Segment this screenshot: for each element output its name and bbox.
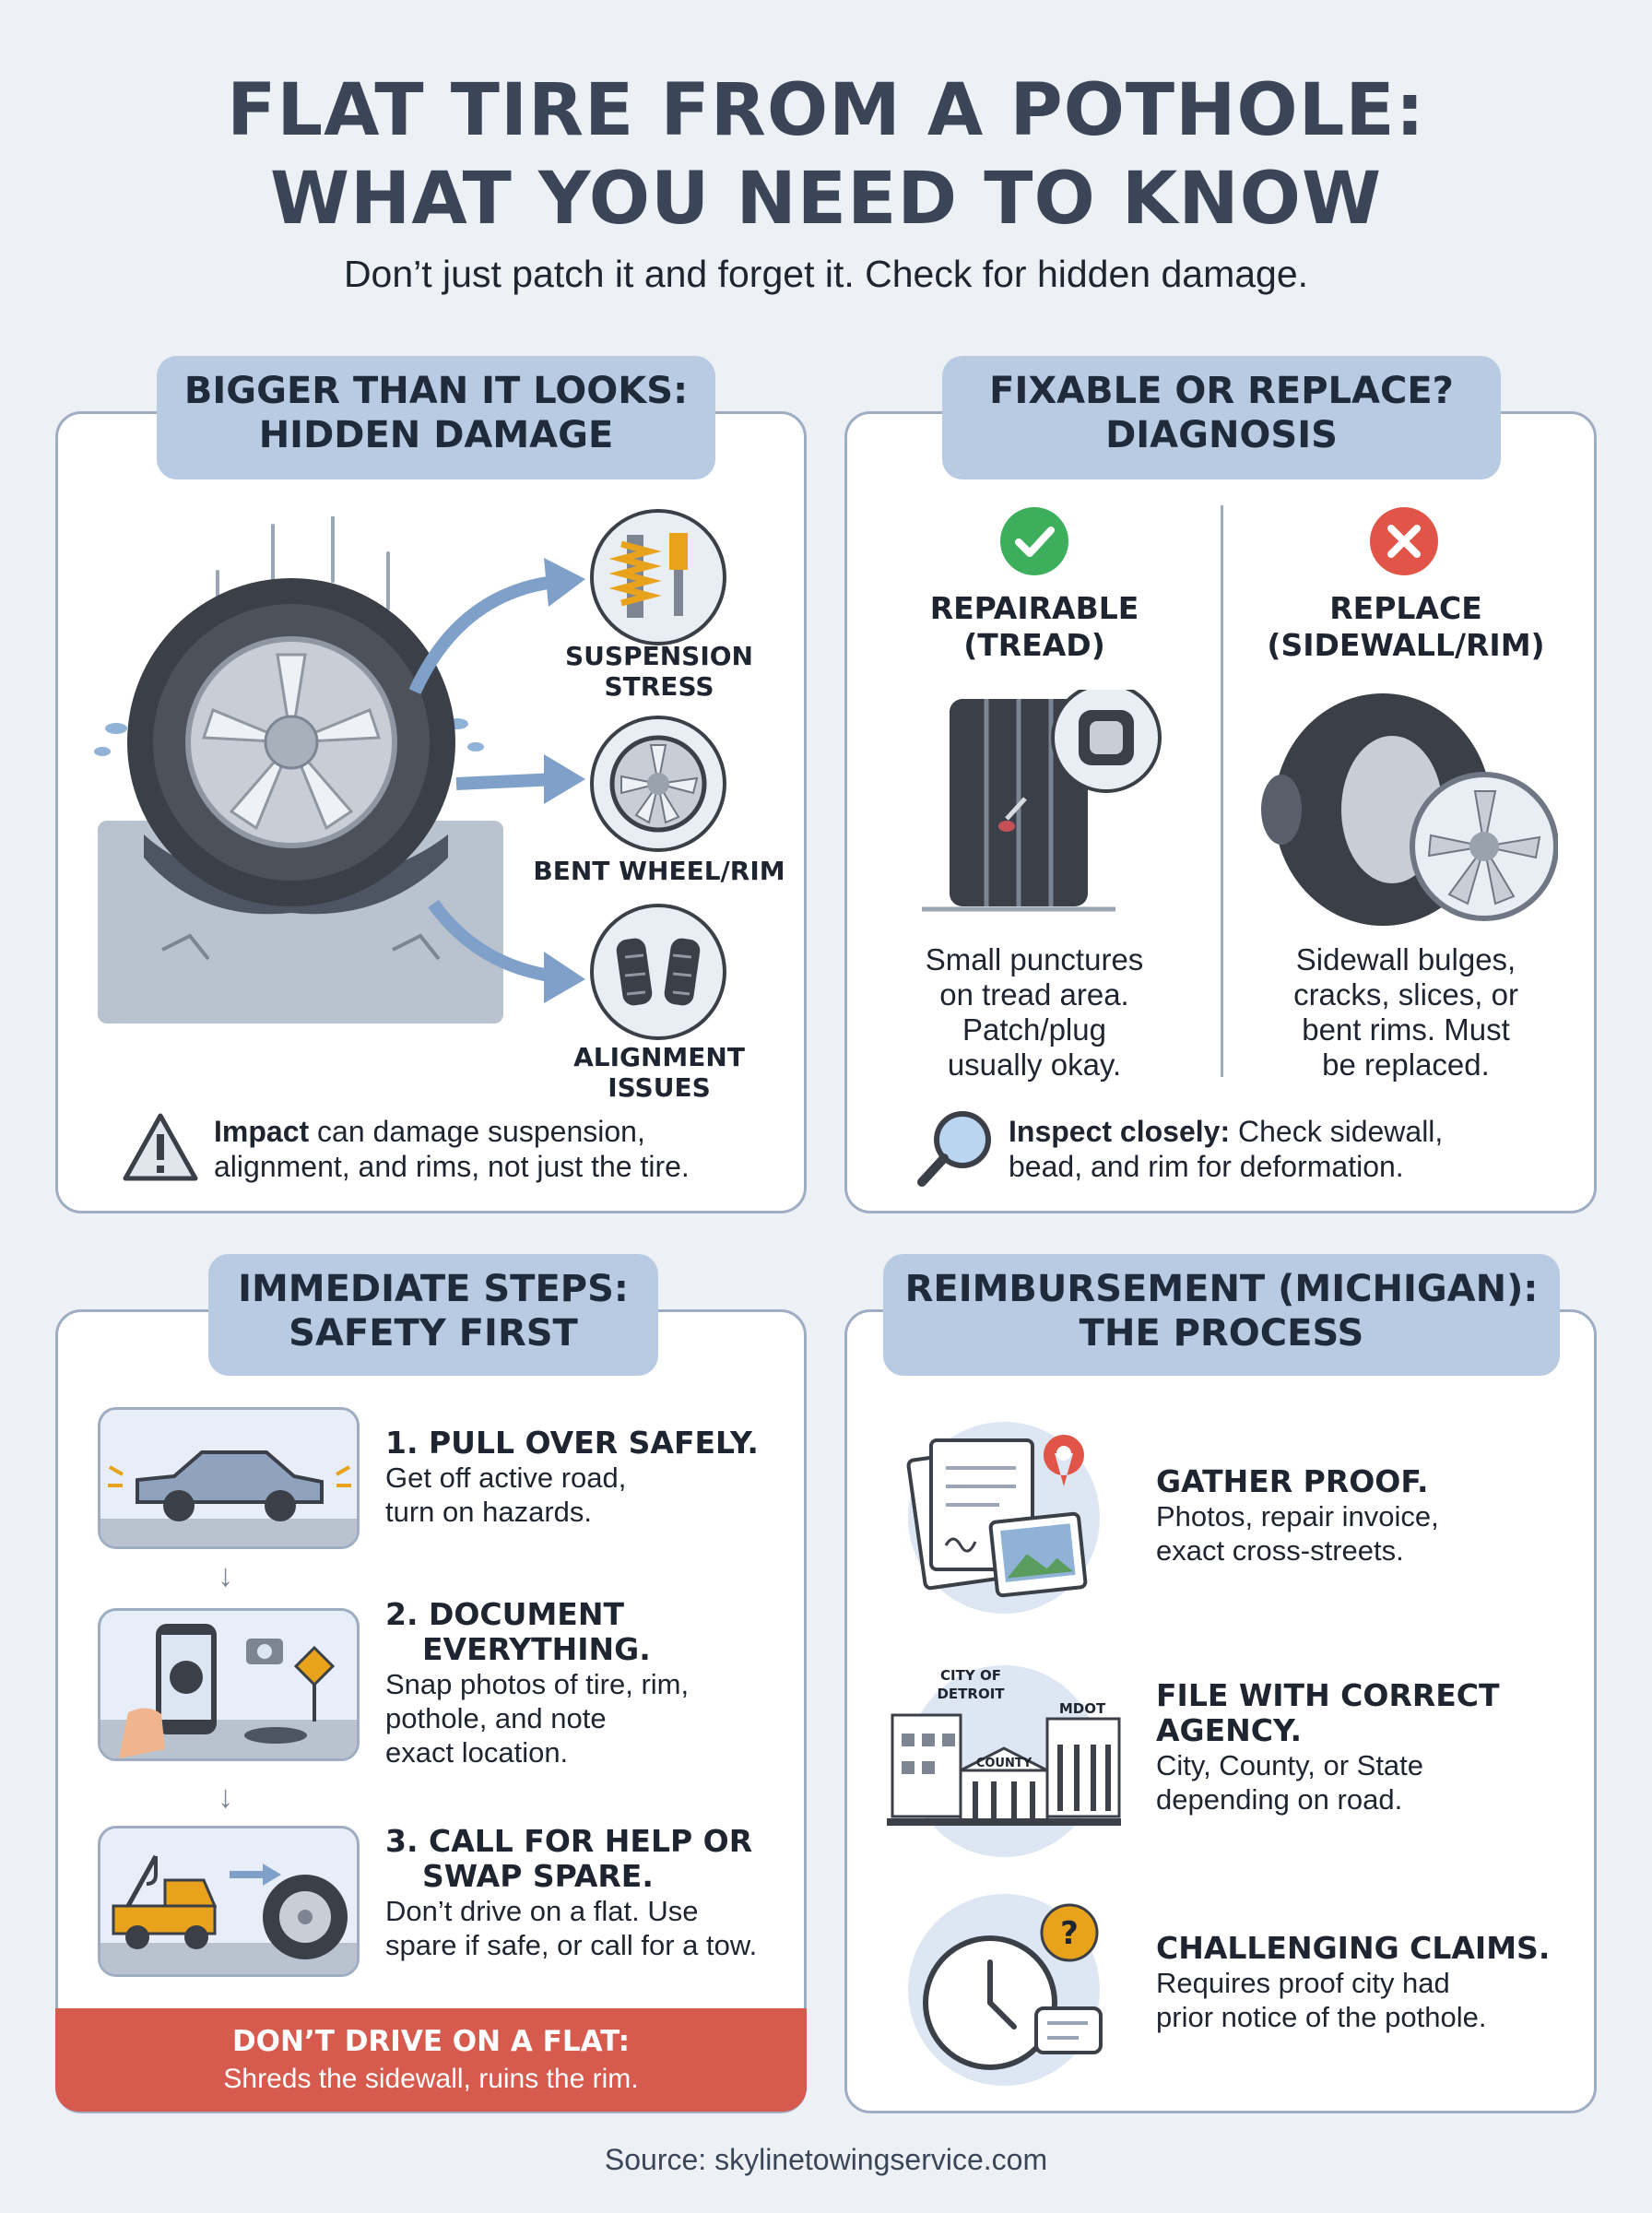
repairable-description: Small punctures on tread area. Patch/plu…: [925, 942, 1144, 1082]
document-illustration: [98, 1608, 360, 1761]
magnifier-icon: [917, 1111, 991, 1187]
hidden-damage-heading: BIGGER THAN IT LOOKS: HIDDEN DAMAGE: [157, 356, 715, 479]
alignment-icon: [590, 904, 726, 1040]
step-arrow-2: ↓: [218, 1780, 233, 1815]
pull-over-illustration: [98, 1407, 360, 1549]
step-1: 1. PULL OVER SAFELY. Get off active road…: [385, 1425, 759, 1529]
car-icon: [100, 1450, 357, 1546]
suspension-icon: [590, 509, 726, 645]
check-icon: [1000, 507, 1068, 575]
page-title-line2: WHAT YOU NEED TO KNOW: [270, 158, 1382, 241]
step-3: 3. CALL FOR HELP OR SWAP SPARE. Don’t dr…: [385, 1823, 758, 1962]
svg-text:?: ?: [1060, 1915, 1079, 1952]
tow-truck-illustration: [98, 1826, 360, 1977]
damage-arrows: [408, 558, 585, 1003]
repairable-title: REPAIRABLE (TREAD): [929, 590, 1139, 663]
documents-photo-icon: [906, 1422, 1100, 1614]
source-credit: Source: skylinetowingservice.com: [604, 2143, 1048, 2176]
city-of-detroit-label-line1: CITY OF: [940, 1667, 1001, 1684]
government-buildings-icon: CITY OF DETROIT MDOT COUNTY: [887, 1665, 1121, 1857]
replace-title: REPLACE (SIDEWALL/RIM): [1267, 590, 1545, 663]
city-of-detroit-label-line2: DETROIT: [937, 1686, 1005, 1702]
page-title: FLAT TIRE FROM A POTHOLE: WHAT YOU NEED …: [0, 66, 1652, 243]
tread-puncture-illustration: [922, 690, 1162, 912]
clock-question-icon: ?: [908, 1894, 1103, 2086]
dont-drive-warning-banner: DON’T DRIVE ON A FLAT: Shreds the sidewa…: [55, 2008, 807, 2112]
wheel-icon: [590, 716, 726, 852]
challenging-claims-item: CHALLENGING CLAIMS. Requires proof city …: [1156, 1930, 1551, 2034]
cross-icon: [1370, 507, 1438, 575]
diagnosis-heading: FIXABLE OR REPLACE? DIAGNOSIS: [942, 356, 1501, 479]
warning-banner-text: Shreds the sidewall, ruins the rim.: [223, 2064, 639, 2094]
page-subtitle: Don’t just patch it and forget it. Check…: [343, 253, 1309, 295]
pothole-tire-illustration: [94, 516, 503, 1024]
warning-triangle-icon: [123, 1113, 198, 1181]
step-2: 2. DOCUMENT EVERYTHING. Snap photos of t…: [385, 1596, 690, 1769]
gather-proof-item: GATHER PROOF. Photos, repair invoice, ex…: [1156, 1463, 1439, 1568]
tow-truck-icon: [100, 1854, 357, 1974]
file-agency-item: FILE WITH CORRECT AGENCY. City, County, …: [1156, 1677, 1500, 1817]
damaged-tire-rim-illustration: [1261, 693, 1558, 926]
alignment-issues-label: ALIGNMENT ISSUES: [573, 1042, 745, 1103]
immediate-steps-heading: IMMEDIATE STEPS: SAFETY FIRST: [208, 1254, 658, 1376]
diagnosis-divider: [1221, 505, 1223, 1077]
reimbursement-heading: REIMBURSEMENT (MICHIGAN): THE PROCESS: [883, 1254, 1560, 1376]
step-arrow-1: ↓: [218, 1558, 233, 1593]
inspect-note: Inspect closely: Check sidewall, bead, a…: [1009, 1115, 1444, 1183]
mdot-label: MDOT: [1059, 1700, 1106, 1717]
page-title-line1: FLAT TIRE FROM A POTHOLE:: [227, 69, 1425, 152]
hidden-damage-note: Impact can damage suspension, alignment,…: [214, 1115, 690, 1183]
warning-banner-title: DON’T DRIVE ON A FLAT:: [231, 2025, 631, 2058]
replace-description: Sidewall bulges, cracks, slices, or bent…: [1293, 942, 1518, 1082]
phone-camera-icon: [100, 1624, 357, 1758]
bent-wheel-rim-label: BENT WHEEL/RIM: [533, 856, 785, 886]
county-label: COUNTY: [976, 1757, 1032, 1770]
suspension-stress-label: SUSPENSION STRESS: [565, 641, 753, 702]
